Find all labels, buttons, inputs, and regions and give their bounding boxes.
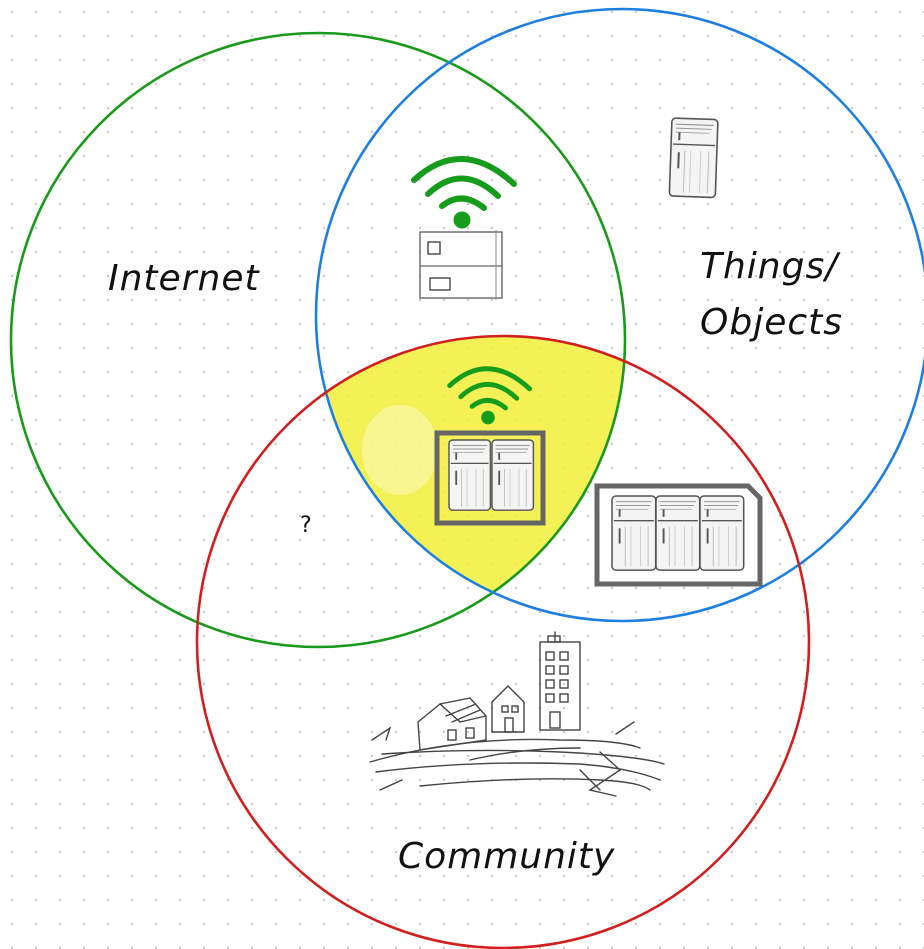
internet-circle (9, 31, 627, 649)
fridge-icon (491, 439, 535, 512)
fridge-cluster-group (594, 483, 763, 587)
things-label-line1: Things/ (700, 246, 841, 287)
fridge-icon (611, 495, 657, 572)
town-sketch-icon (369, 631, 665, 797)
fridge-icon (699, 495, 745, 572)
things-label-line2: Objects (700, 302, 843, 343)
things-circle (314, 7, 924, 623)
community-label: Community (398, 836, 615, 877)
fridge-icon (668, 117, 719, 199)
question-mark: ? (300, 513, 312, 538)
fridge-icon (655, 495, 701, 572)
community-circle (195, 334, 811, 949)
smart-fridges-group (434, 430, 546, 526)
internet-label: Internet (108, 258, 260, 299)
device-box-icon (419, 230, 503, 300)
fridge-icon (448, 439, 492, 512)
